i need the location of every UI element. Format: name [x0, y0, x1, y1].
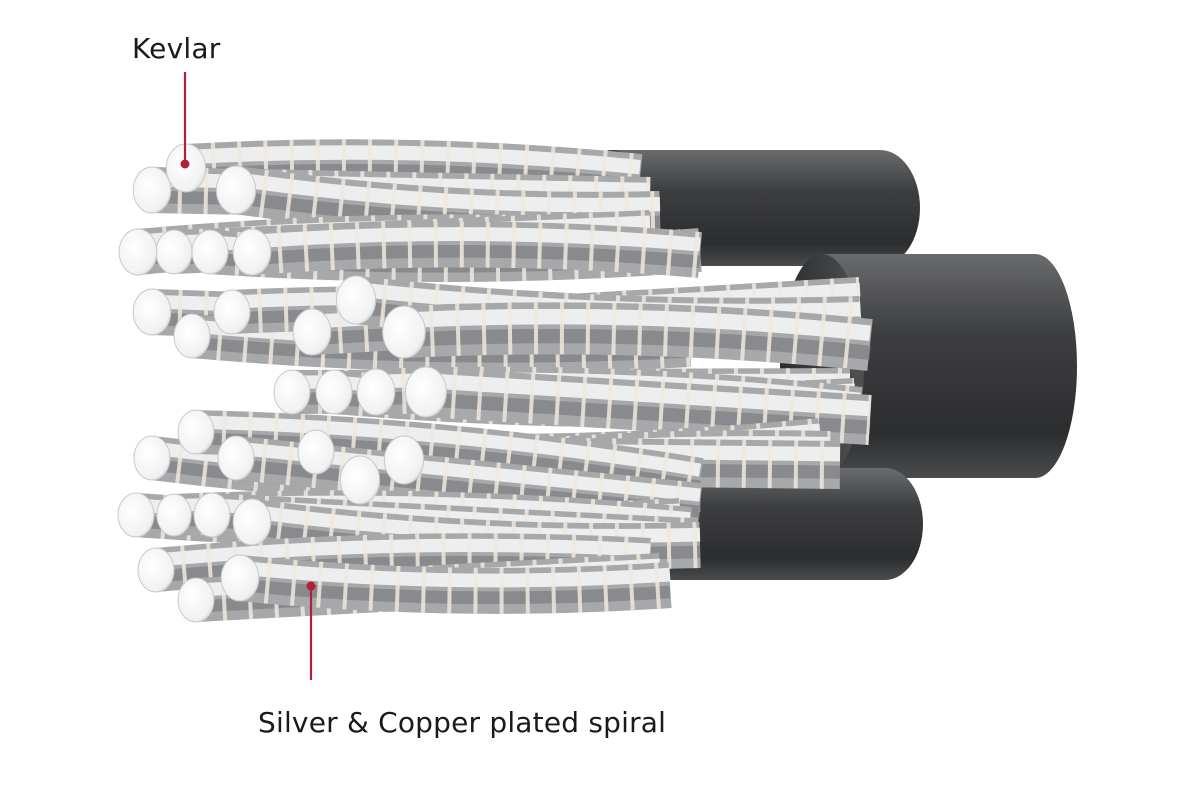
strand-end-cap	[193, 492, 231, 538]
strand-end-cap	[177, 577, 215, 623]
conductor-strands	[117, 139, 873, 623]
strand-end-cap	[273, 369, 311, 415]
strand-end-cap	[213, 289, 251, 335]
strand-end-cap	[383, 435, 425, 485]
strand-end-cap	[315, 369, 353, 415]
strand-end-cap	[137, 547, 175, 593]
strand-end-cap	[191, 229, 229, 275]
conductor-leader	[306, 581, 316, 680]
strand-end-cap	[220, 554, 260, 602]
strand-end-cap	[132, 288, 172, 336]
strand	[237, 555, 672, 614]
strand-end-cap	[173, 313, 211, 359]
strand-end-cap	[177, 409, 215, 455]
strand-end-cap	[297, 429, 335, 475]
strand-end-cap	[405, 366, 447, 418]
strand-end-cap	[356, 368, 396, 416]
strand	[250, 221, 702, 278]
conductor-label: Silver & Copper plated spiral	[258, 706, 667, 739]
strand-end-cap	[217, 435, 255, 481]
strand-end-cap	[339, 455, 381, 505]
strand-end-cap	[215, 165, 257, 215]
strand-end-cap	[132, 166, 172, 214]
kevlar-label: Kevlar	[132, 32, 221, 65]
strand-end-cap	[232, 228, 272, 276]
strand-end-cap	[335, 275, 377, 325]
strand-end-cap	[155, 229, 193, 275]
strand-end-cap	[232, 498, 272, 546]
strand-end-cap	[382, 305, 426, 359]
strand-end-cap	[292, 308, 332, 356]
strand-end-cap	[117, 492, 155, 538]
kevlar-leader	[180, 72, 190, 169]
strand-end-cap	[156, 493, 192, 537]
strand-end-cap	[133, 435, 171, 481]
strand-end-cap	[118, 228, 158, 276]
strand	[402, 302, 873, 371]
